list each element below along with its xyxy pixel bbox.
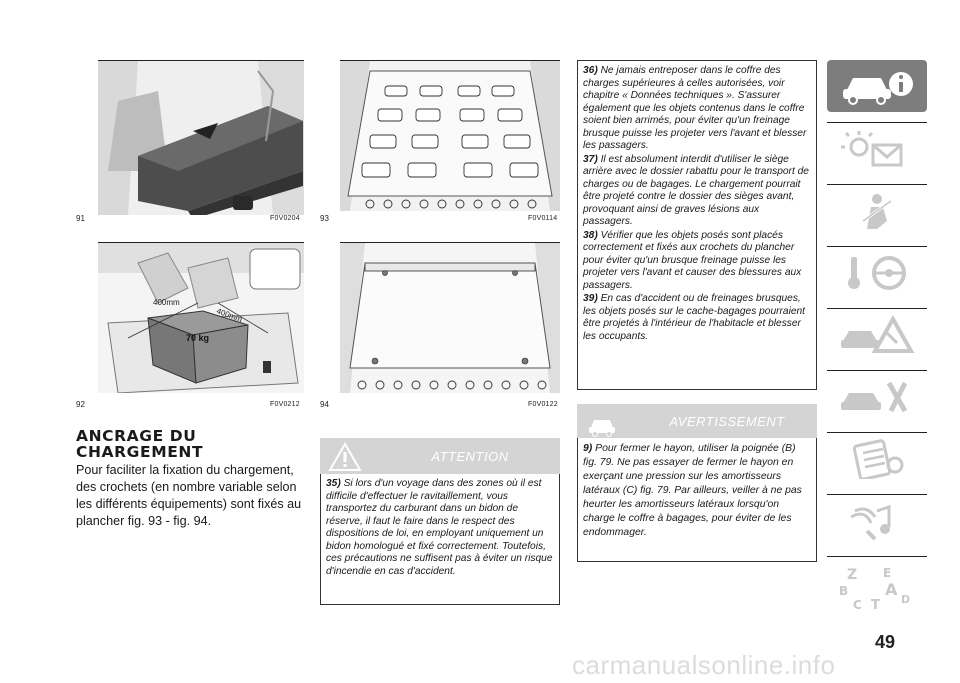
dimension-label-a: 400mm (153, 298, 180, 307)
tab-emergency[interactable] (827, 308, 927, 360)
note-number: 37) (583, 153, 598, 165)
figure-92-image: 400mm 400mm 70 kg (98, 242, 304, 393)
airbag-seat-icon (862, 194, 892, 229)
section-body: Pour faciliter la fixation du chargement… (76, 463, 302, 528)
figure-94-number: 94 (320, 400, 329, 409)
note-number: 9) (583, 443, 593, 454)
svg-text:T: T (871, 598, 880, 611)
car-notice-icon (589, 420, 615, 437)
figure-92-code: F0V0212 (270, 401, 300, 408)
svg-text:B: B (839, 584, 848, 598)
technical-data-icon (852, 439, 904, 479)
note-text: Il est absolument interdit d'utiliser le… (583, 153, 809, 228)
avertissement-box-header: AVERTISSEMENT (577, 404, 817, 438)
key-steering-icon (848, 256, 906, 290)
note-number: 35) (326, 478, 341, 489)
warning-triangle-icon (328, 442, 362, 471)
note-number: 39) (583, 293, 598, 304)
tab-technical-data[interactable] (827, 432, 927, 484)
note-text: Ne jamais entreposer dans le coffre des … (583, 65, 807, 151)
index-letters-icon: Z E B A C T D (839, 566, 910, 611)
svg-text:E: E (883, 566, 891, 580)
avertissement-note-9: 9) Pour fermer le hayon, utiliser la poi… (583, 442, 811, 540)
attention-box-body: 35) Si lors d'un voyage dans des zones o… (320, 474, 560, 605)
tab-car-info[interactable] (827, 60, 927, 112)
note-number: 38) (583, 229, 598, 241)
figure-91-number: 91 (76, 214, 85, 223)
note-text: En cas d'accident ou de freinages brusqu… (583, 293, 805, 342)
note-number: 36) (583, 65, 598, 76)
note-36: 36) Ne jamais entreposer dans le coffre … (583, 65, 811, 153)
avertissement-title: AVERTISSEMENT (669, 413, 785, 429)
note-text: Si lors d'un voyage dans des zones où il… (326, 478, 553, 577)
svg-text:Z: Z (847, 567, 857, 583)
attention-title: ATTENTION (431, 448, 509, 464)
figure-93-number: 93 (320, 214, 329, 223)
figure-91-image (98, 60, 304, 215)
page-number: 49 (875, 632, 896, 652)
figure-94-image (340, 242, 560, 393)
tools-car-icon (841, 381, 908, 413)
attention-note-35: 35) Si lors d'un voyage dans des zones o… (326, 478, 554, 578)
weight-label: 70 kg (186, 333, 209, 343)
note-38: 38) Vérifier que les objets posés sont p… (583, 230, 811, 293)
note-text: Pour fermer le hayon, utiliser la poigné… (583, 443, 802, 538)
svg-text:A: A (885, 580, 898, 599)
tab-maintenance[interactable] (827, 370, 927, 422)
svg-text:C: C (853, 598, 862, 611)
accident-warning-icon (841, 315, 915, 353)
tab-starting-driving[interactable] (827, 246, 927, 298)
figure-94-code: F0V0122 (528, 401, 558, 408)
right-notes-box: 36) Ne jamais entreposer dans le coffre … (577, 60, 817, 390)
note-37: 37) Il est absolument interdit d'utilise… (583, 154, 811, 229)
section-heading: ANCRAGE DU CHARGEMENT (76, 427, 204, 461)
attention-box-header: ATTENTION (320, 438, 560, 474)
figure-93-image (340, 60, 560, 211)
tab-multimedia[interactable] (827, 494, 927, 546)
warning-lights-icon (841, 131, 903, 167)
car-info-icon (843, 72, 913, 105)
tab-safety[interactable] (827, 184, 927, 236)
watermark: carmanualsonline.info (572, 650, 836, 680)
tab-warning-lights[interactable] (827, 122, 927, 174)
svg-text:D: D (901, 593, 910, 606)
tab-index[interactable]: Z E B A C T D (827, 556, 927, 611)
note-text: Vérifier que les objets posés sont placé… (583, 229, 802, 291)
figure-91-code: F0V0204 (270, 215, 300, 222)
multimedia-icon (850, 504, 891, 541)
note-39: 39) En cas d'accident ou de freinages br… (583, 293, 811, 343)
figure-92-number: 92 (76, 400, 85, 409)
avertissement-box-body: 9) Pour fermer le hayon, utiliser la poi… (577, 438, 817, 562)
figure-93-code: F0V0114 (528, 215, 558, 222)
